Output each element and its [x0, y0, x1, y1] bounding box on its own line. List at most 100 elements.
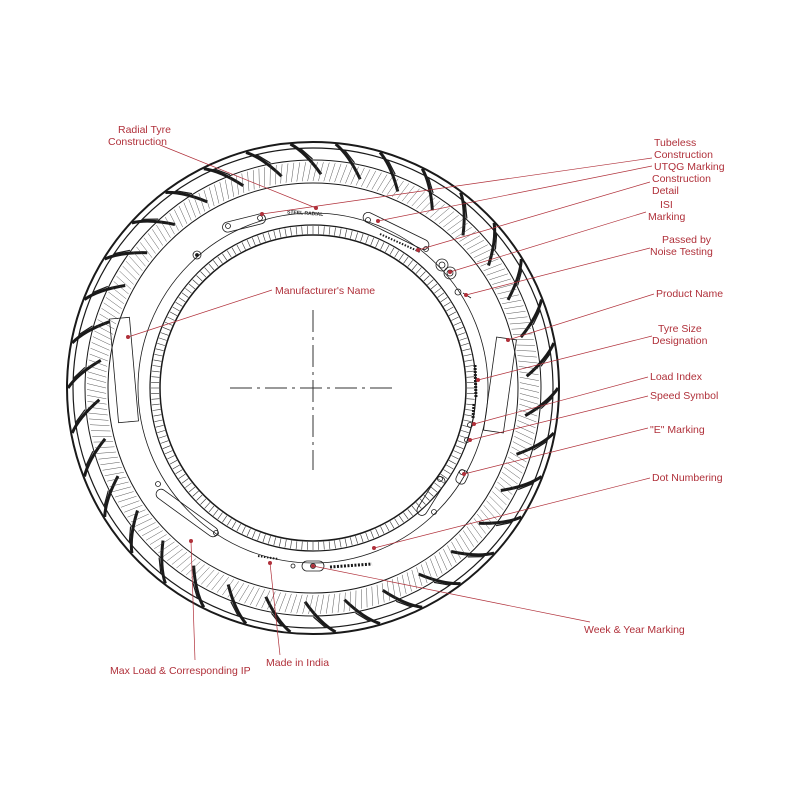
tread-sipe [175, 190, 193, 195]
bead-serration-line [437, 292, 445, 298]
sidewall-texture-line [411, 191, 425, 207]
bead-serration-line [151, 370, 160, 373]
tread-groove [83, 437, 107, 477]
bead-serration-line [301, 226, 303, 235]
sidewall-texture-line [477, 513, 490, 530]
tread-sipe [75, 409, 86, 423]
bead-serration-line [295, 541, 298, 550]
tread-groove [129, 510, 139, 554]
sidewall-texture-line [501, 472, 518, 485]
sidewall-texture-line [250, 587, 260, 606]
sidewall-texture-line [86, 389, 107, 394]
bead-serration-line [279, 229, 282, 238]
sidewall-texture-line [519, 371, 539, 376]
sidewall-texture-line [141, 526, 160, 536]
sidewall-texture-line [113, 281, 129, 295]
sidewall-texture-line [420, 564, 428, 584]
bead-serration-line [370, 530, 374, 539]
sidewall-texture-line [110, 286, 127, 300]
sidewall-texture-line [89, 424, 110, 426]
sidewall-texture-line [314, 594, 319, 615]
bead-serration-line [236, 523, 241, 532]
callout-week-year: Week & Year Marking [311, 564, 685, 636]
bead-serration-line [167, 455, 175, 460]
sidewall-texture-line [280, 164, 283, 184]
sidewall-texture-line [516, 350, 537, 352]
sidewall-texture-line [486, 500, 501, 516]
sidewall-texture-line [463, 530, 474, 547]
sidewall-texture-line [95, 325, 114, 335]
bead-serration-line [462, 425, 471, 428]
sidewall-texture-line [511, 327, 531, 330]
sidewall-texture-line [87, 377, 107, 383]
sidewall-texture-line [492, 278, 511, 285]
sidewall-texture-line [181, 558, 196, 572]
sidewall-texture-line [492, 491, 507, 506]
circle-mark-far-left [192, 250, 202, 260]
bead-serration-line [453, 450, 462, 455]
tread-groove [160, 540, 167, 585]
tread-sipe [433, 581, 451, 586]
sidewall-texture-line [509, 451, 527, 463]
tread-sipe [72, 366, 86, 379]
tread-sipe [78, 325, 93, 336]
bead-serration-line [365, 532, 369, 541]
bead-serration-line [466, 376, 475, 378]
tread-groove [71, 320, 111, 345]
tread-groove [515, 431, 555, 456]
bead-serration-line [334, 227, 336, 236]
tread-groove [343, 598, 381, 626]
bead-serration-line [196, 494, 203, 501]
bead-serration-line [152, 409, 161, 411]
bead-serration-line [295, 226, 298, 235]
bead-serration-line [290, 227, 292, 236]
label-max-load: Max Load & Corresponding IP [110, 665, 251, 677]
bead-serration-line [457, 440, 466, 444]
sidewall-texture-line [466, 526, 479, 543]
bead-serration-line [465, 365, 474, 367]
tread-sipe [355, 612, 370, 622]
bead-serration-line [453, 321, 462, 326]
tread-sipe [92, 285, 109, 293]
sidewall-texture-line [272, 592, 281, 611]
bead-serration-line [323, 541, 325, 550]
bead-serration-line [181, 478, 189, 484]
bead-serration-line [196, 275, 203, 282]
sidewall-texture-line [396, 577, 402, 597]
bead-serration-line [279, 538, 282, 547]
sidewall-texture-line [216, 576, 229, 593]
bead-serration-line [208, 263, 215, 271]
sidewall-texture-line [109, 481, 129, 487]
sidewall-texture-line [507, 456, 525, 468]
sidewall-texture-line [93, 441, 114, 443]
sidewall-texture-line [145, 530, 163, 541]
callout-product: Product Name [506, 288, 723, 342]
bead-serration-line [157, 430, 166, 433]
sidewall-texture-line [104, 471, 124, 477]
bead-serration-line [403, 256, 409, 264]
sidewall-texture-line [455, 227, 472, 238]
bead-serration-line [434, 288, 441, 294]
bead-serration-line [185, 482, 192, 488]
bead-serration-line [200, 271, 207, 278]
bead-serration-line [339, 228, 342, 237]
sidewall-texture-line [291, 162, 295, 183]
bead-serration-line [236, 244, 241, 253]
sidewall-texture-line [224, 179, 230, 199]
bead-serration-line [178, 297, 186, 303]
bead-serration-line [389, 521, 395, 529]
bead-serration-line [360, 534, 364, 543]
label-product: Product Name [656, 288, 723, 300]
sidewall-texture-line [416, 194, 431, 209]
tread-groove [83, 284, 126, 301]
bead-serration-line [158, 337, 167, 341]
bead-serration-line [419, 271, 426, 278]
sidewall-texture-line [339, 164, 348, 183]
sidewall-texture-line [284, 593, 292, 613]
sidewall-texture-line [149, 534, 167, 545]
sidewall-texture-line [87, 406, 108, 410]
tread-groove [203, 167, 245, 187]
sidewall-texture-line [517, 420, 536, 429]
